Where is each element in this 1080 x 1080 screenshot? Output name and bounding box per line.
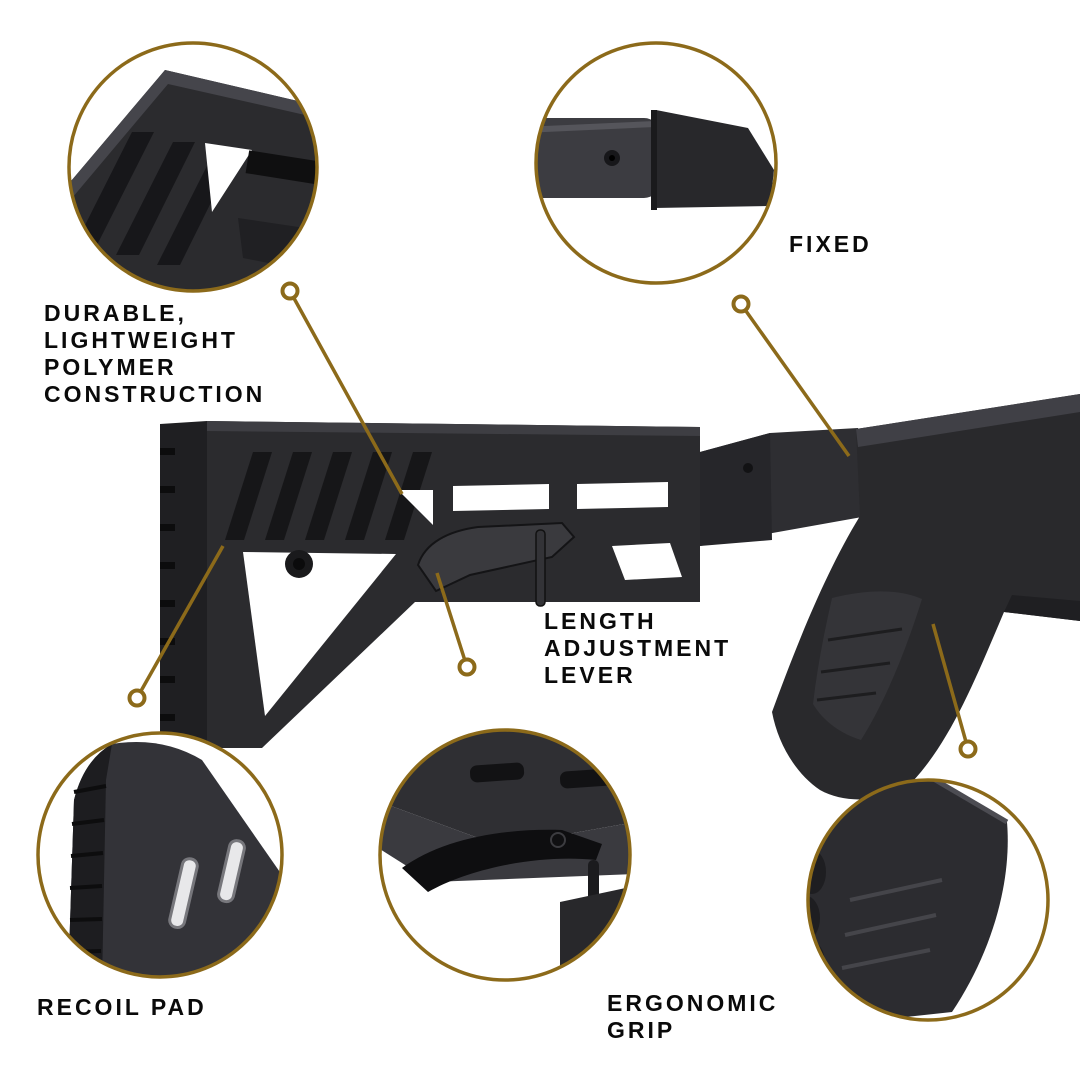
stock-notch-cutout (398, 490, 433, 525)
grip-texture-lines (816, 627, 903, 702)
stock-slot-cutout-2 (577, 482, 668, 509)
line-polymer (288, 290, 404, 495)
callout-lever-ring (378, 728, 632, 982)
callout-recoil-pad (36, 731, 284, 979)
adapter-screw (743, 463, 753, 473)
label-length-adjustment-lever: LENGTH ADJUSTMENT LEVER (544, 608, 732, 688)
label-polymer-construction: DURABLE, LIGHTWEIGHT POLYMER CONSTRUCTIO… (44, 300, 266, 407)
line-ergonomic-grip (931, 623, 970, 750)
dot-ergonomic-grip (958, 739, 978, 759)
stock-pivot-center (293, 558, 305, 570)
dot-length-lever (457, 657, 477, 677)
dot-fixed (731, 294, 751, 314)
stock-slot-cutout-1 (453, 484, 549, 511)
leader-lines (135, 290, 970, 750)
receiver-top-highlight (856, 394, 1080, 447)
main-product-stock (160, 394, 1080, 800)
callout-fixed-photo (537, 110, 774, 210)
stock-triangle-cutout (243, 552, 396, 716)
callout-polymer-ring (67, 41, 319, 293)
label-fixed: FIXED (789, 231, 872, 257)
receiver-bottom-shadow (1004, 595, 1080, 621)
callout-grip-ring (806, 778, 1050, 1022)
callout-fixed-ring (534, 41, 778, 285)
callout-ergonomic-grip (806, 778, 1050, 1022)
label-recoil-pad: RECOIL PAD (37, 994, 207, 1020)
stock-top-highlight (207, 421, 700, 436)
label-ergonomic-grip: ERGONOMIC GRIP (607, 990, 779, 1043)
callout-recoil-photo (68, 742, 281, 976)
adapter-shading (700, 433, 772, 546)
takedown-pin (535, 529, 546, 607)
callout-polymer-construction (67, 41, 319, 293)
line-fixed (739, 302, 851, 458)
callout-length-lever (378, 728, 632, 982)
callout-fixed (534, 41, 778, 285)
stock-trapezoid-cutout (612, 543, 682, 580)
dot-polymer (280, 281, 300, 301)
leader-dots (127, 281, 978, 759)
dot-recoil-pad (127, 688, 147, 708)
callout-lever-photo (381, 731, 629, 979)
recoil-pad-shape (160, 421, 207, 748)
line-length-lever (435, 572, 469, 668)
line-recoil-pad (135, 545, 225, 699)
callout-recoil-ring (36, 731, 284, 979)
callout-polymer-photo (70, 70, 316, 290)
